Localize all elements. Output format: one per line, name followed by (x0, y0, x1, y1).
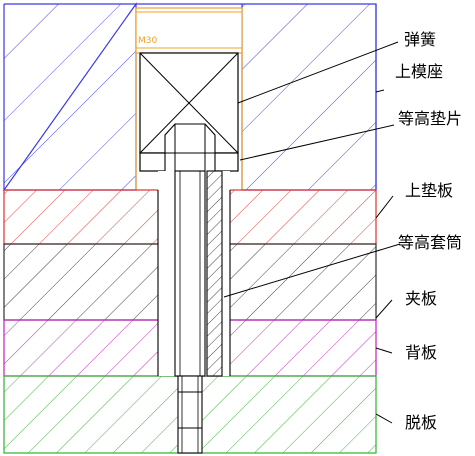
label-spacer-sleeve: 等高套筒 (398, 233, 463, 252)
thread-size-label: M30 (138, 36, 157, 46)
leader-spacer-sleeve (223, 243, 401, 298)
bolt-shank (174, 170, 206, 377)
spacer-sleeve (206, 170, 223, 377)
leader-spacer-washer (239, 124, 395, 161)
label-spacer-washer: 等高垫片 (398, 109, 463, 128)
leader-upper-backing-plate (375, 195, 394, 219)
leader-lines (223, 41, 401, 424)
clamp-plate (3, 243, 377, 321)
upper-backing-plate (3, 189, 377, 245)
label-back-plate: 背板 (405, 343, 438, 362)
label-stripper-plate: 脱板 (405, 413, 438, 432)
bolt-thread (177, 375, 203, 454)
leader-spring (237, 41, 399, 104)
label-upper-die-base: 上模座 (395, 62, 444, 81)
leader-back-plate (375, 347, 393, 354)
label-spring: 弹簧 (404, 30, 437, 49)
stripper-plate (3, 375, 377, 454)
leader-upper-die-base (375, 89, 385, 93)
leader-stripper-plate (375, 413, 393, 424)
label-upper-backing-plate: 上垫板 (405, 181, 454, 200)
spring-pocket (135, 7, 243, 190)
leader-clamp-plate (375, 299, 393, 319)
bolt-head (164, 123, 216, 171)
label-clamp-plate: 夹板 (405, 289, 438, 308)
